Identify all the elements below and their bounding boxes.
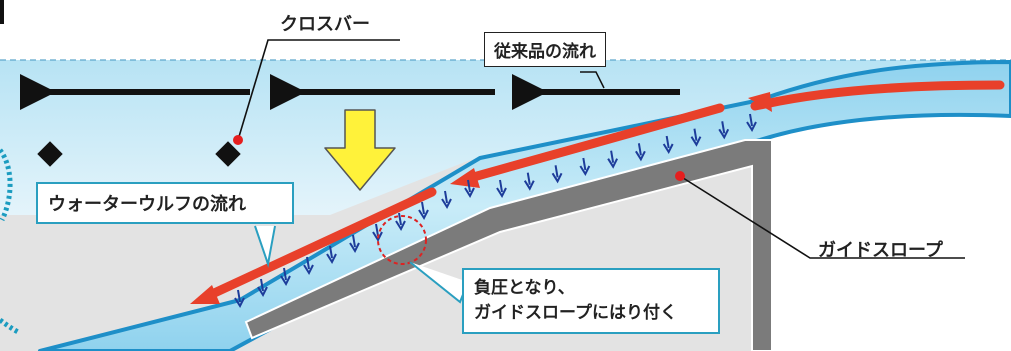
- pressure-arrow-head: [464, 187, 475, 199]
- pressure-arrow-head: [326, 253, 337, 265]
- pressure-arrow-head: [372, 231, 383, 243]
- red-arrow-lower-head: [190, 285, 220, 304]
- pressure-arrow-icon: [554, 165, 559, 178]
- pressure-arrow-icon: [444, 190, 448, 204]
- pressure-arrow-head: [303, 264, 314, 276]
- water-wolf-callout-pointer: [254, 225, 276, 268]
- left-dotted-arc-lower: [0, 317, 22, 336]
- pressure-arrow-icon: [306, 256, 310, 270]
- pressure-arrow-head: [662, 143, 674, 155]
- crossbar-leader-line: [237, 39, 400, 141]
- pressure-arrow-head: [234, 297, 245, 309]
- pressure-arrow-icon: [398, 212, 402, 226]
- guide-slope-body: [244, 139, 773, 351]
- guide-slope-leader-line: [679, 175, 965, 259]
- water-wolf-flow-arrows: [190, 80, 1005, 304]
- pressure-arrow-icon: [582, 157, 587, 171]
- pressure-arrow-icon: [693, 128, 698, 141]
- pressure-arrow-icon: [749, 113, 753, 127]
- pressure-arrow-head: [395, 220, 406, 232]
- negative-pressure-callout: 負圧となり、 ガイドスロープにはり付く: [462, 268, 720, 334]
- pressure-arrow-head: [551, 172, 563, 184]
- pressure-arrow-head: [441, 198, 452, 210]
- negative-pressure-line-2: ガイドスロープにはり付く: [474, 303, 677, 323]
- pressure-arrow-icon: [237, 289, 241, 303]
- pressure-arrow-icon: [467, 179, 471, 193]
- conventional-flow-callout: 従来品の流れ: [484, 32, 606, 67]
- crossbar-label: クロスバー: [280, 14, 370, 35]
- water-wolf-flow-callout: ウォーターウルフの流れ: [36, 182, 294, 224]
- negative-pressure-circle: [377, 215, 427, 265]
- pressure-arrow-icon: [526, 172, 531, 185]
- negative-pressure-line-1: 負圧となり、: [474, 278, 575, 298]
- guide-slope-label: ガイドスロープ: [818, 240, 943, 261]
- pressure-arrow-icon: [665, 135, 670, 149]
- pressure-arrow-head: [635, 150, 646, 162]
- red-arrow-upper-head: [748, 92, 772, 112]
- red-dot-icon: [233, 135, 243, 145]
- pressure-arrow-icon: [283, 267, 287, 281]
- pressure-arrows: [234, 113, 757, 309]
- conventional-callout-pointer: [580, 71, 605, 89]
- pressure-arrow-head: [257, 286, 268, 298]
- pressure-arrow-head: [523, 180, 535, 191]
- pressure-arrow-icon: [260, 278, 264, 292]
- red-arrow-lower: [205, 187, 437, 300]
- pressure-arrow-head: [280, 275, 291, 287]
- red-arrow-middle-head: [450, 168, 480, 188]
- red-dot-icon: [675, 171, 685, 181]
- corner-tick: [0, 0, 4, 24]
- pressure-arrow-head: [349, 242, 360, 254]
- pressure-arrow-head: [579, 165, 591, 177]
- pressure-arrow-icon: [721, 121, 726, 134]
- red-arrow-middle: [465, 103, 725, 183]
- pressure-arrow-head: [496, 187, 507, 199]
- pressure-arrow-head: [418, 209, 429, 221]
- pressure-arrow-icon: [329, 245, 333, 259]
- pressure-arrow-icon: [610, 150, 615, 163]
- pressure-arrow-head: [690, 136, 702, 147]
- pressure-arrow-icon: [637, 143, 642, 156]
- pressure-arrow-head: [718, 128, 730, 140]
- pressure-arrow-head: [746, 121, 757, 133]
- pressure-arrow-head: [607, 158, 619, 169]
- pressure-arrow-icon: [499, 179, 503, 193]
- red-arrow-upper: [750, 80, 1005, 111]
- pressure-arrow-icon: [352, 234, 356, 248]
- pressure-arrow-icon: [421, 201, 425, 215]
- pressure-arrow-icon: [375, 223, 379, 237]
- yellow-down-arrow: [324, 109, 396, 191]
